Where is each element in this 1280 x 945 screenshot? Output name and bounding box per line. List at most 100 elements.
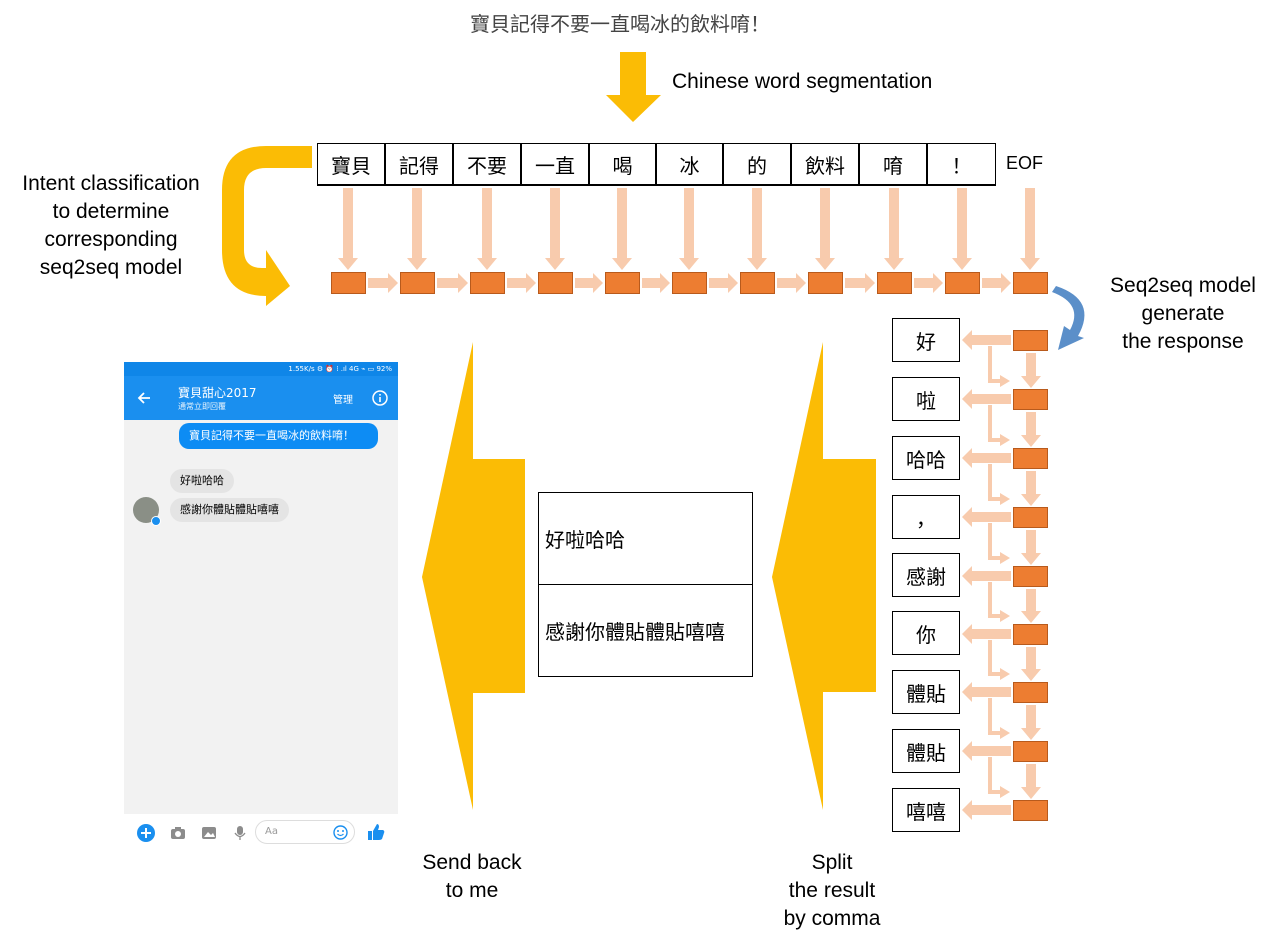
decoder-cell [1013,624,1048,645]
decoder-cell [1013,389,1048,410]
cell-to-output-arrow [962,566,1011,586]
token-to-cell-arrow [679,188,699,270]
send-caption-line: Send back [422,851,522,874]
intent-caption: Intent classification to determine corre… [6,170,216,282]
decoder-cell [1013,448,1048,469]
split-caption-line: Split [811,851,853,874]
manage-button[interactable]: 管理 [333,395,353,406]
intent-caption-line: corresponding [44,228,178,251]
messenger-screenshot: 1.55K/s ⚙ ⏰ ⁞ .ıl 4G ⌁ ▭ 92% 寶貝甜心2017 通常… [124,362,398,852]
output-token-box: 你 [892,611,960,655]
decoder-cell [1013,566,1048,587]
output-token-box: 好 [892,318,960,362]
output-token-box: 感謝 [892,553,960,597]
input-sentence: 寶貝記得不要一直喝冰的飲料唷！ [470,12,770,36]
output-token-box: 體貼 [892,670,960,714]
token-to-cell-arrow [1020,188,1040,270]
encoder-cell [470,272,505,294]
output-token-box: ， [892,495,960,539]
split-caption-line: the result [788,879,876,902]
encoder-cell [808,272,843,294]
cell-to-output-arrow [962,507,1011,527]
decoder-link-arrow [1021,647,1041,681]
message-input[interactable]: Aa [255,820,355,844]
generate-caption: Seq2seq model generate the response [1092,272,1274,356]
token-to-cell-arrow [338,188,358,270]
segmentation-arrow [606,52,661,122]
microphone-icon[interactable] [234,825,246,841]
split-result-text: 好啦哈哈 [545,528,625,552]
decoder-cell [1013,800,1048,821]
encoder-cell [1013,272,1048,294]
cell-to-output-arrow [962,448,1011,468]
cell-to-output-arrow [962,624,1011,644]
back-arrow-icon[interactable] [136,390,152,406]
encoder-cell [740,272,775,294]
intent-caption-line: Intent classification [22,172,200,195]
encoder-cell [945,272,980,294]
encoder-link-arrow [437,273,468,293]
reply-bubble: 感謝你體貼體貼嘻嘻 [170,498,289,522]
encoder-cell [605,272,640,294]
encoder-link-arrow [507,273,536,293]
split-arrow [772,342,876,810]
segmentation-caption: Chinese word segmentation [672,70,933,93]
status-text: 1.55K/s ⚙ ⏰ ⁞ .ıl 4G ⌁ ▭ 92% [288,365,392,373]
encoder-link-arrow [642,273,670,293]
decoder-link-arrow [1021,412,1041,447]
token-cell: 寶貝 [317,143,385,185]
token-cell: 唷 [859,143,927,185]
decoder-link-arrow [1021,589,1041,623]
image-icon[interactable] [201,826,217,840]
decoder-link-arrow [1021,705,1041,740]
feedback-arrow [988,346,1010,387]
feedback-arrow [988,464,1010,505]
sent-message-bubble: 寶貝記得不要一直喝冰的飲料唷！ [179,423,378,449]
cell-to-output-arrow [962,741,1011,761]
decoder-cell [1013,507,1048,528]
split-caption: Split the result by comma [762,849,902,933]
info-icon[interactable] [372,390,388,406]
token-to-cell-arrow [407,188,427,270]
generate-curved-arrow [1052,286,1085,350]
emoji-icon[interactable] [333,825,348,840]
composer-bar: Aa [124,814,398,852]
token-to-cell-arrow [477,188,497,270]
token-cell: 喝 [589,143,656,185]
chat-title: 寶貝甜心2017 [178,386,257,400]
intent-caption-line: to determine [52,200,170,223]
eof-label: EOF [1006,153,1044,173]
cell-to-output-arrow [962,389,1011,409]
encoder-cell [877,272,912,294]
feedback-arrow [988,523,1010,564]
token-to-cell-arrow [815,188,835,270]
decoder-cell [1013,682,1048,703]
cell-to-output-arrow [962,330,1011,350]
encoder-link-arrow [982,273,1011,293]
split-result-text: 感謝你體貼體貼嘻嘻 [545,620,725,644]
encoder-cell [400,272,435,294]
output-token-box: 嘻嘻 [892,788,960,832]
token-to-cell-arrow [952,188,972,270]
thumbs-up-icon[interactable] [367,823,385,841]
decoder-link-arrow [1021,353,1041,388]
split-result-box: 好啦哈哈 [538,492,753,585]
token-cell: 一直 [521,143,589,185]
split-result-box: 感謝你體貼體貼嘻嘻 [538,584,753,677]
feedback-arrow [988,640,1010,680]
token-cell: ！ [927,143,996,185]
split-caption-line: by comma [783,907,881,930]
token-to-cell-arrow [612,188,632,270]
token-to-cell-arrow [747,188,767,270]
input-placeholder: Aa [265,826,278,837]
plus-icon[interactable] [137,824,155,842]
feedback-arrow [988,698,1010,739]
status-bar: 1.55K/s ⚙ ⏰ ⁞ .ıl 4G ⌁ ▭ 92% [124,362,398,376]
encoder-link-arrow [777,273,806,293]
token-to-cell-arrow [545,188,565,270]
output-token-box: 哈哈 [892,436,960,480]
camera-icon[interactable] [170,826,186,840]
generate-caption-line: generate [1141,302,1225,325]
encoder-link-arrow [709,273,738,293]
